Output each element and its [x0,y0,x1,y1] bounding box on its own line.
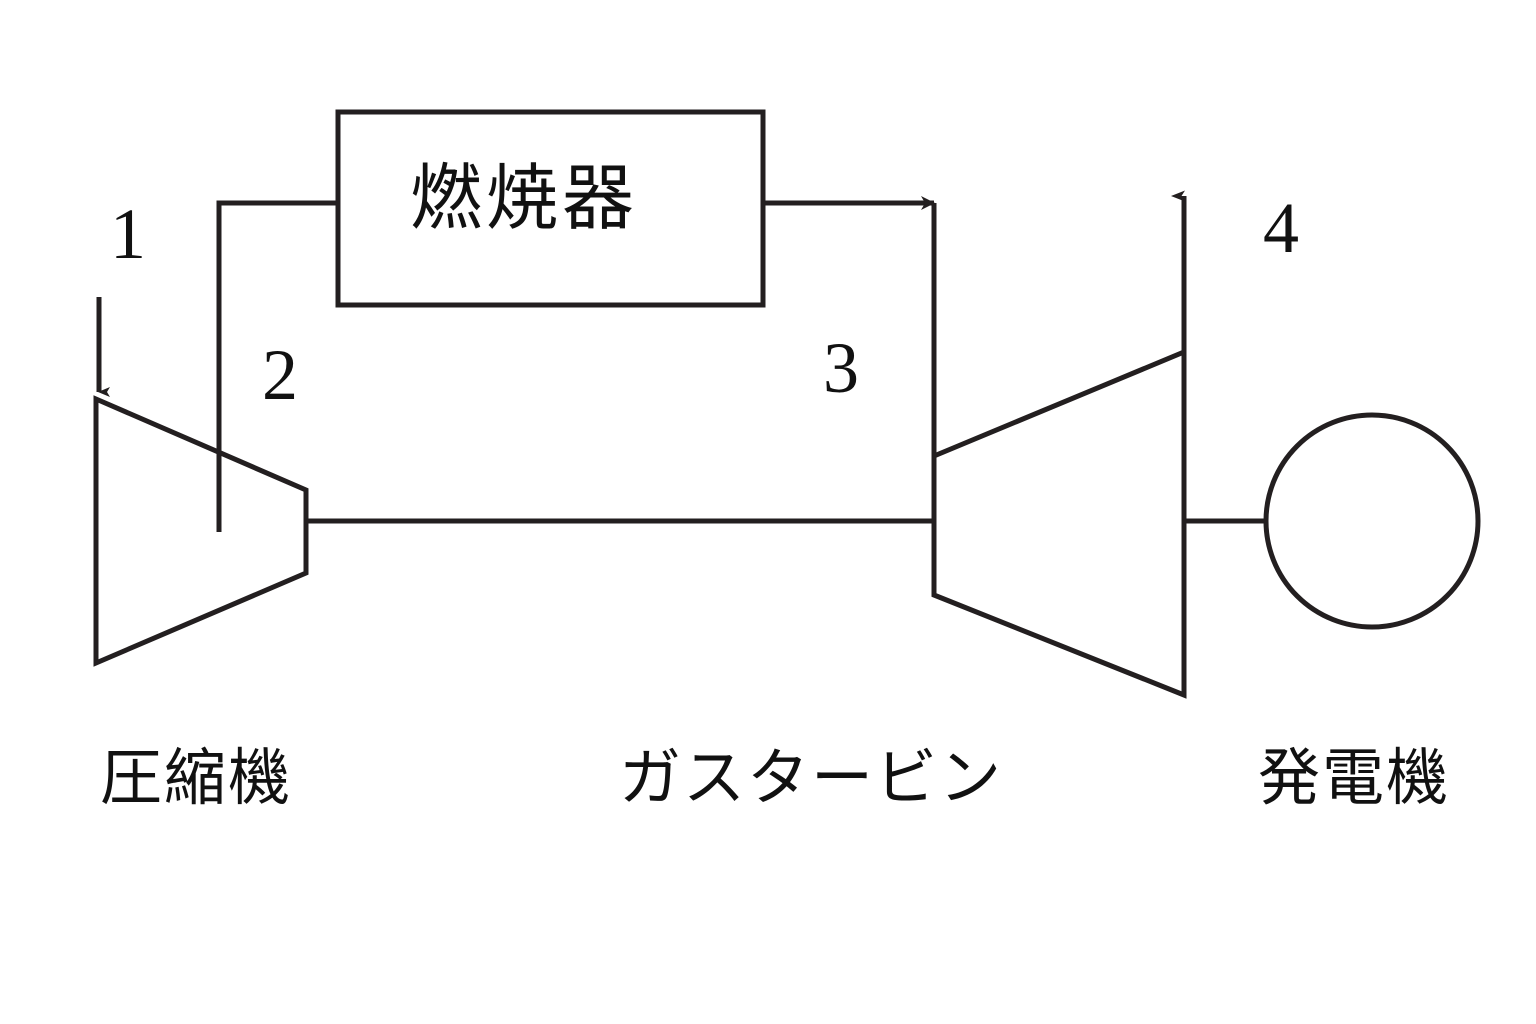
compressor-label: 圧縮機 [100,741,293,814]
compressor-body [93,395,309,667]
stream-label-4: 4 [1263,188,1299,268]
stream-label-3: 3 [823,328,859,408]
generator-circle [1263,412,1481,630]
turbine-label: ガスタービン [619,741,1004,814]
stream-label-1: 1 [110,194,146,274]
turbine-body [931,348,1187,699]
stream-2-line [216,200,338,532]
combustor-box [335,109,766,308]
generator-label: 発電機 [1258,741,1451,814]
combustor-label: 燃焼器 [410,156,639,240]
stream-label-2: 2 [262,335,298,415]
